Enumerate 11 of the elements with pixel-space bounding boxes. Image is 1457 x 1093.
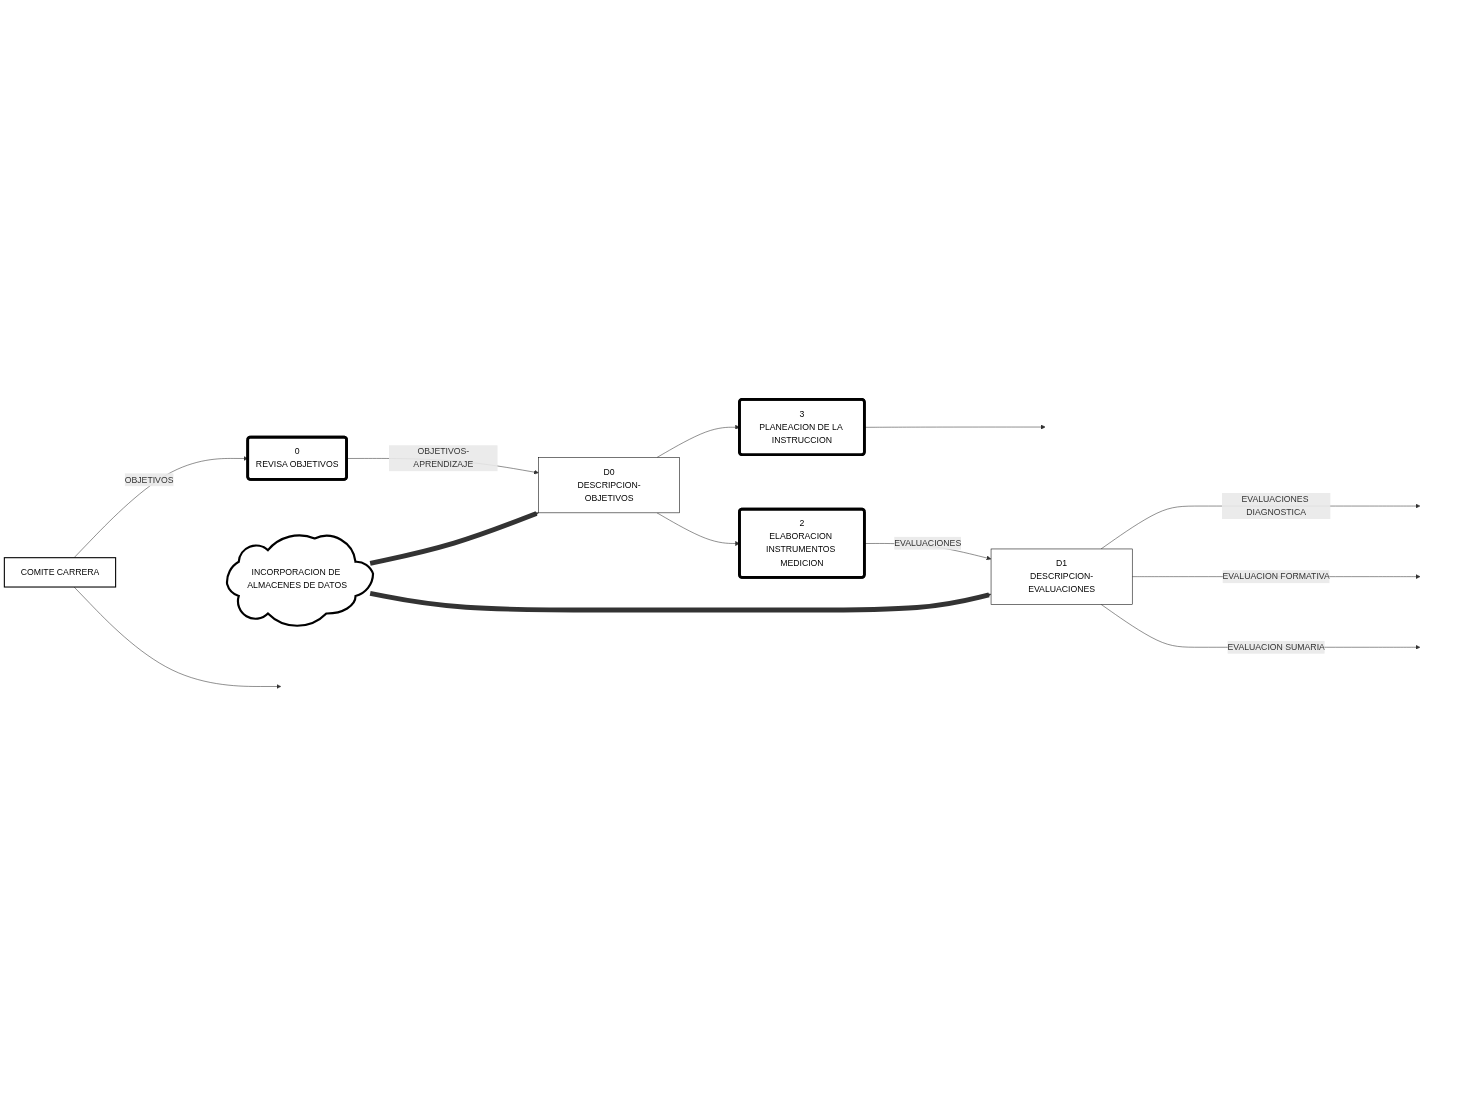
edge-label: EVALUACIONES DIAGNOSTICA: [1241, 494, 1309, 517]
arrow: [369, 510, 539, 566]
node-box: D0 DESCRIPCION-OBJETIVOS: [538, 456, 680, 513]
node-box: D1 DESCRIPCION-EVALUACIONES: [990, 548, 1133, 605]
edge-label: OBJETIVOS: [124, 474, 174, 484]
edge-label: OBJETIVOS-APRENDIZAJE: [413, 446, 474, 469]
arrow: [369, 590, 992, 612]
edge-label: EVALUACION SUMARIA: [1227, 641, 1325, 652]
node-box: COMITE CARRERA: [3, 556, 117, 588]
edge-label: EVALUACION FORMATIVA: [1222, 571, 1330, 581]
edge-label: EVALUACIONES: [894, 537, 962, 548]
